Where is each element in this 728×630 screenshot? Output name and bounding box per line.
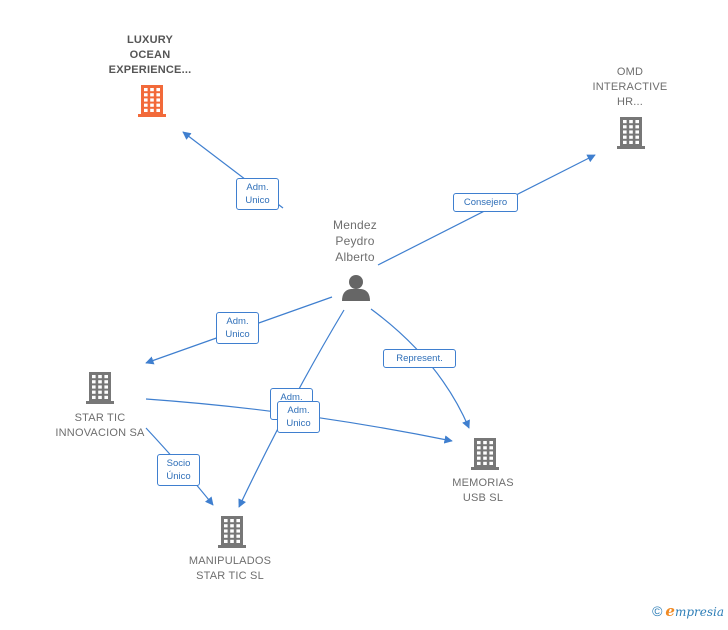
edge-label-person-omd: Consejero [453, 193, 518, 212]
edge-label-startic-memorias: Adm. Unico [277, 401, 320, 433]
company-label-luxury[interactable]: LUXURY OCEAN EXPERIENCE... [108, 34, 192, 76]
building-icon-memorias[interactable] [471, 438, 499, 470]
edge-person-memorias [370, 308, 470, 429]
copyright-icon: © [652, 603, 663, 619]
company-label-star-tic-innovacion[interactable]: STAR TIC INNOVACION SA [55, 412, 145, 439]
edge-label-person-startic: Adm. Unico [216, 312, 259, 344]
company-label-omd[interactable]: OMD INTERACTIVE HR... [592, 66, 668, 108]
building-icon-startic[interactable] [86, 372, 114, 404]
edge-label-startic-manipulados: Socio Único [157, 454, 200, 486]
edge-label-person-memorias: Represent. [383, 349, 456, 368]
edges-layer [145, 131, 596, 508]
company-label-manipulados[interactable]: MANIPULADOS STAR TIC SL [188, 555, 272, 582]
building-icon-luxury[interactable] [138, 85, 166, 117]
person-icon[interactable] [342, 275, 370, 301]
person-label[interactable]: Mendez Peydro Alberto [333, 218, 377, 264]
building-icon-omd[interactable] [617, 117, 645, 149]
icons-layer [86, 85, 645, 548]
brand-logo-e: e [665, 602, 675, 620]
building-icon-manipulados[interactable] [218, 516, 246, 548]
brand-logo-text: mpresia [674, 605, 724, 619]
footer-brand[interactable]: ©empresia [652, 602, 724, 620]
edge-label-person-luxury: Adm. Unico [236, 178, 279, 210]
company-label-memorias[interactable]: MEMORIAS USB SL [452, 477, 514, 504]
